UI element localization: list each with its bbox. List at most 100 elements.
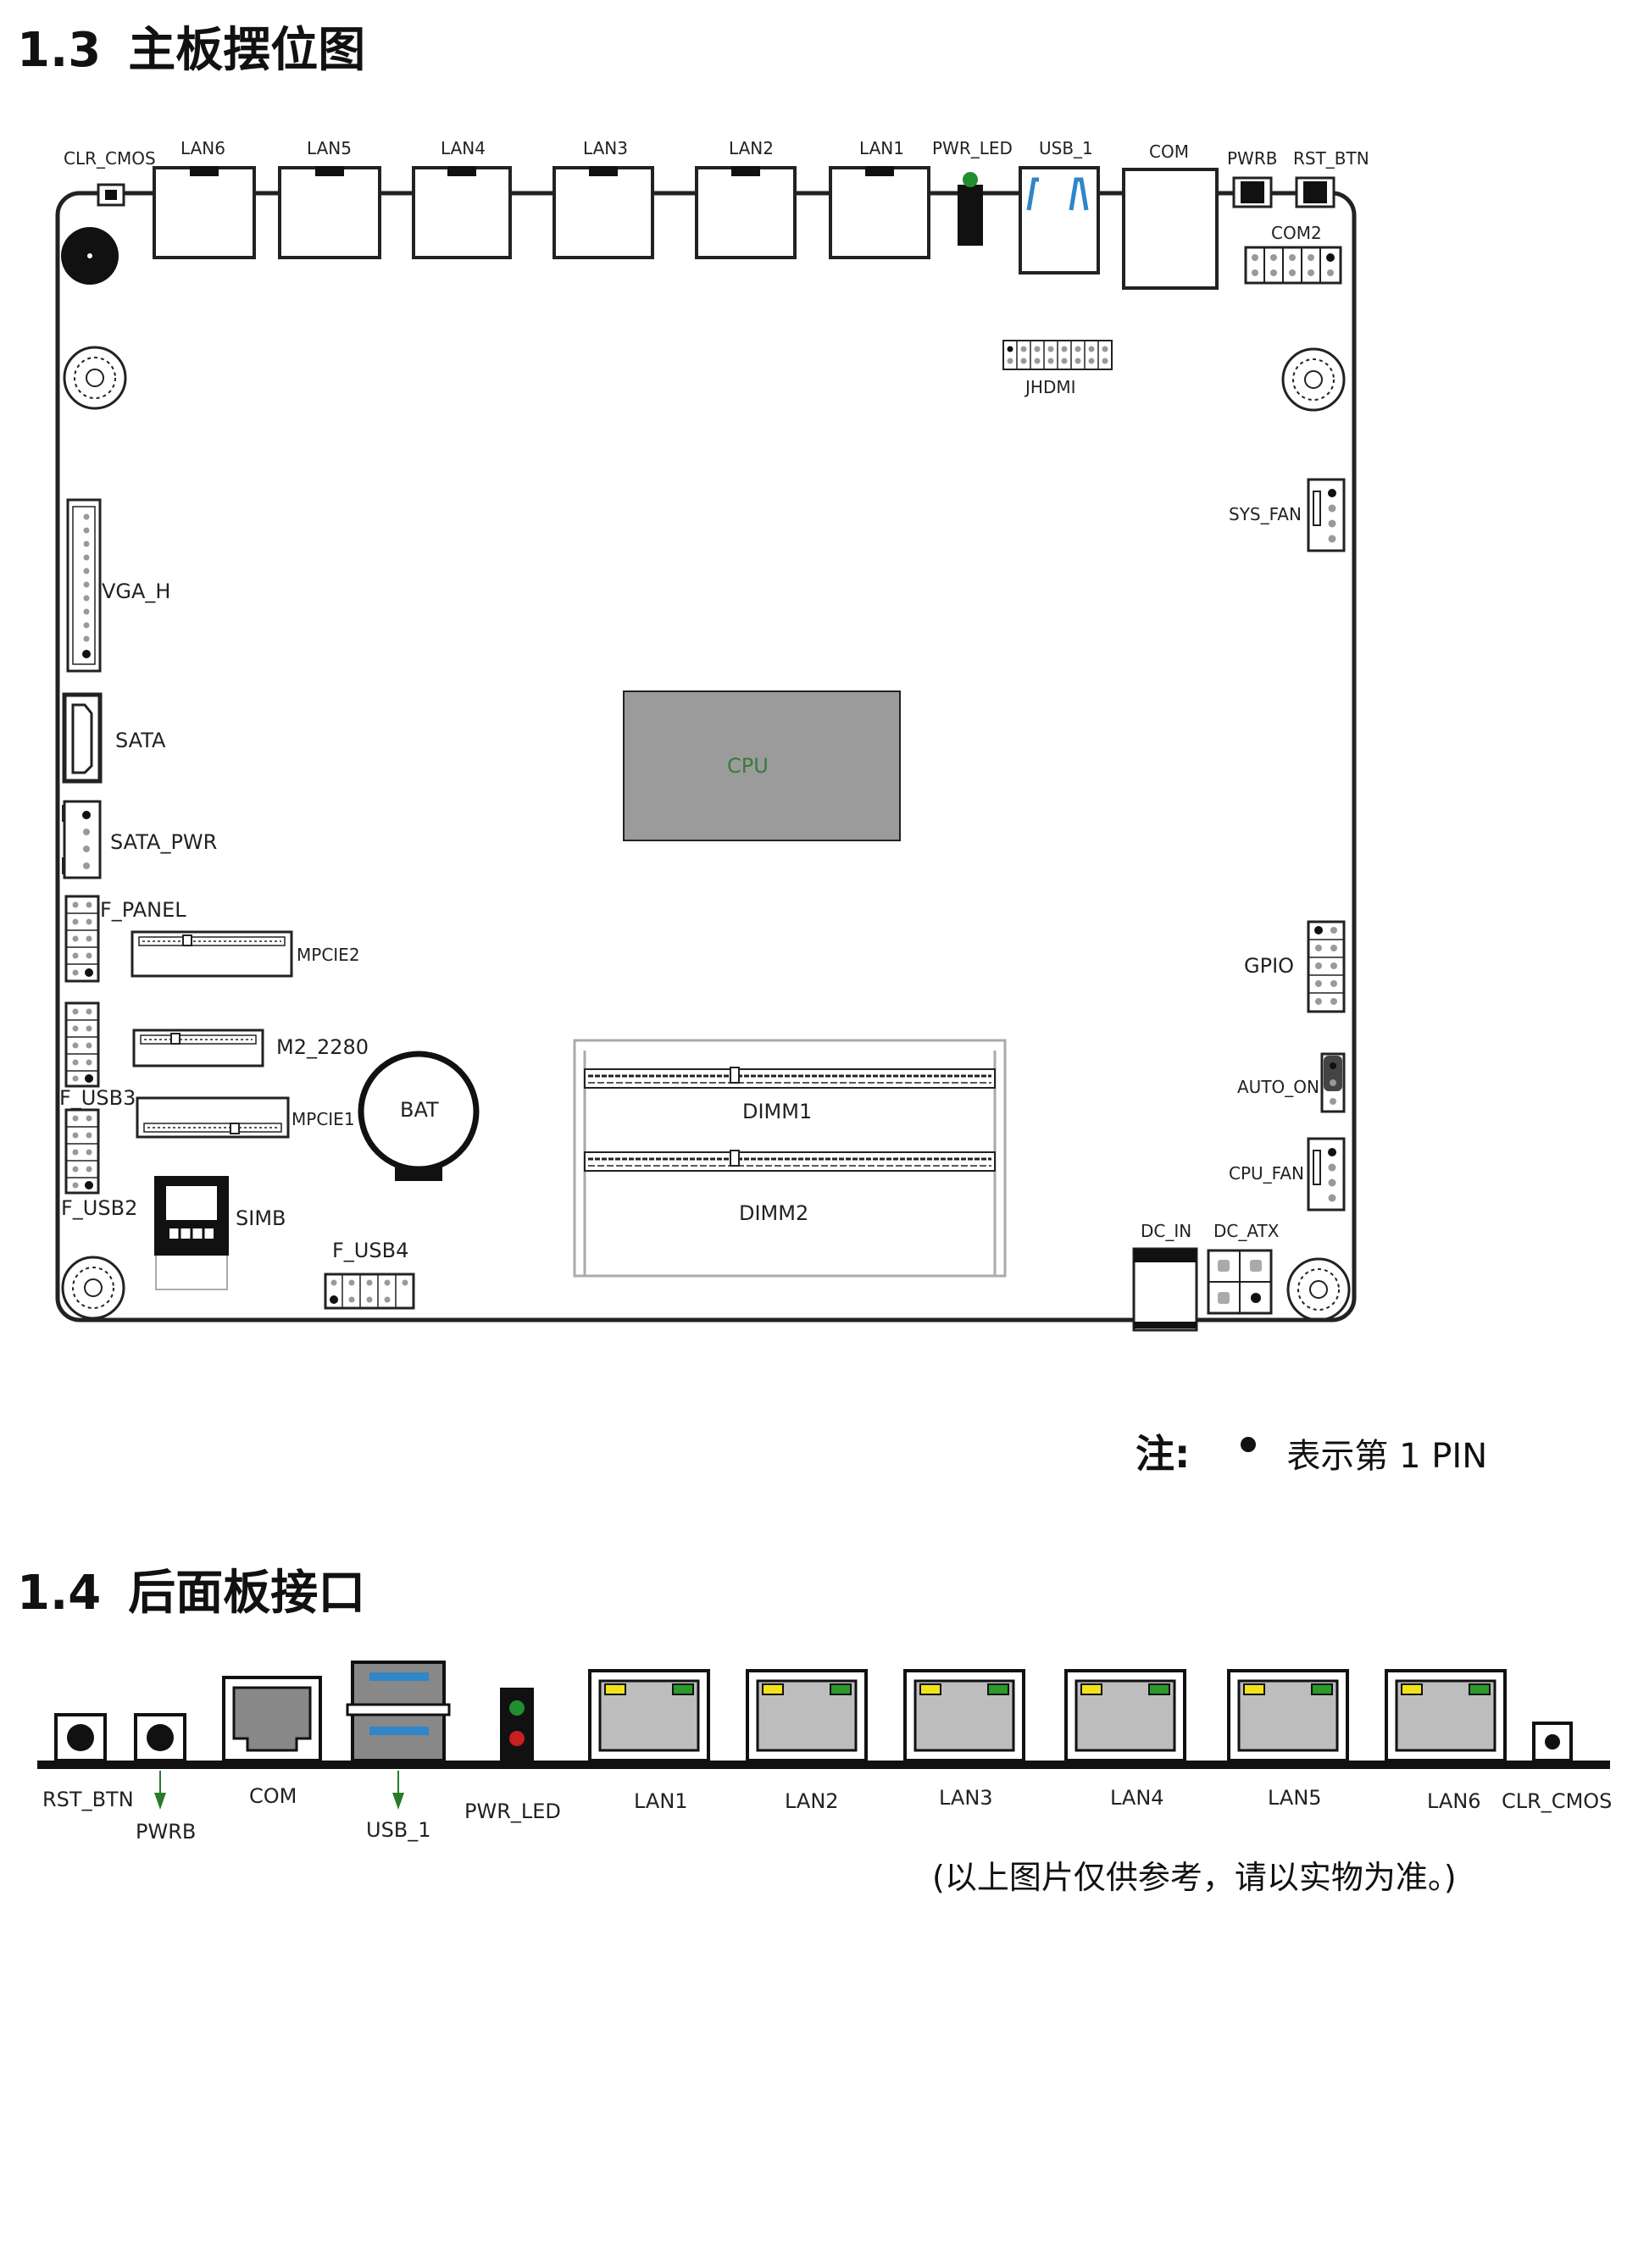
mounting-hole-bottom-right [1286,1257,1351,1322]
pwr-led-top [958,172,983,246]
label-cpu-fan: CPU_FAN [1229,1163,1304,1184]
rear-label-usb1: USB_1 [366,1818,431,1842]
rear-lan4-port [1064,1669,1186,1762]
f-usb3-header [64,1001,100,1088]
pwrb-button-top [1232,176,1273,208]
jhdmi-header [1002,340,1113,370]
rear-usb1-port [346,1661,451,1762]
rear-label-clr-cmos: CLR_CMOS [1502,1789,1612,1813]
label-dimm1: DIMM1 [742,1100,812,1123]
m2-2280-slot [132,1029,264,1067]
label-usb1-top: USB_1 [1039,138,1093,158]
rear-lan6-port [1385,1669,1507,1762]
lan1-port [829,166,930,259]
label-jhdmi: JHDMI [1024,377,1076,397]
rear-label-com: COM [249,1784,297,1808]
label-dc-atx: DC_ATX [1213,1221,1280,1241]
label-mpcie2: MPCIE2 [297,945,360,965]
rear-clr-cmos-button [1532,1722,1573,1762]
rear-label-lan2: LAN2 [785,1789,839,1813]
sata-pwr-connector [62,800,102,879]
com-port-top [1122,168,1219,290]
mpcie1-slot [136,1096,290,1139]
label-com-top: COM [1149,141,1189,162]
rst-button-top [1295,176,1335,208]
label-f-panel: F_PANEL [100,898,186,922]
label-gpio: GPIO [1244,954,1294,978]
section-heading-board-layout: 1.3 主板摆位图 [17,12,365,80]
rear-lan5-port [1227,1669,1349,1762]
label-lan3: LAN3 [583,138,628,158]
rear-panel-baseline [37,1761,1610,1769]
section-number: 1.3 [17,23,102,78]
section-title: 后面板接口 [128,1566,366,1621]
label-sys-fan: SYS_FAN [1229,504,1302,524]
label-sata-pwr: SATA_PWR [110,830,217,854]
lan3-port [553,166,654,259]
label-lan2: LAN2 [729,138,774,158]
label-lan6: LAN6 [180,138,225,158]
rear-label-pwrb: PWRB [136,1820,196,1844]
label-f-usb3: F_USB3 [59,1086,136,1110]
sim-card-slot [154,1176,229,1290]
label-cpu: CPU [727,754,769,778]
rear-pwrb-button [134,1713,186,1762]
mounting-hole-bottom-left [61,1256,125,1320]
label-f-usb2: F_USB2 [61,1196,137,1220]
reference-disclaimer: (以上图片仅供参考，请以实物为准。) [932,1859,1457,1896]
label-lan1: LAN1 [859,138,904,158]
rear-usb1-arrow-icon [392,1771,404,1810]
label-simb: SIMB [236,1206,286,1230]
rear-rst-button [54,1713,107,1762]
label-mpcie1: MPCIE1 [292,1109,355,1129]
dimm2-slot [584,1150,996,1172]
label-pwr-led-top: PWR_LED [932,138,1013,158]
rear-label-rst-btn: RST_BTN [42,1788,134,1811]
rear-lan3-port [903,1669,1025,1762]
label-dc-in: DC_IN [1141,1221,1191,1241]
motherboard-layout-diagram: CLR_CMOS LAN6 LAN5 LAN4 LAN3 LAN2 LAN1 P… [55,138,1369,1332]
label-sata: SATA [115,729,166,752]
sata-connector [62,692,103,784]
label-auto-on: AUTO_ON [1237,1077,1319,1097]
label-f-usb4: F_USB4 [332,1239,408,1262]
cpu-package [623,690,901,841]
label-lan4: LAN4 [441,138,486,158]
dimm1-slot [584,1067,996,1089]
section-title: 主板摆位图 [128,23,366,78]
usb1-port-top [1019,166,1100,274]
rear-com-port [222,1676,322,1762]
section-number: 1.4 [17,1566,102,1621]
f-usb4-header [324,1273,415,1310]
rear-label-lan6: LAN6 [1427,1789,1481,1813]
lan5-port [278,166,381,259]
cpu-fan-header [1307,1137,1346,1212]
rear-label-lan1: LAN1 [634,1789,688,1813]
label-com2: COM2 [1271,223,1322,243]
f-panel-header [64,895,100,983]
label-m2-2280: M2_2280 [276,1035,369,1059]
sys-fan-header [1307,478,1346,552]
gpio-header [1307,920,1346,1013]
label-lan5: LAN5 [307,138,352,158]
rear-pwr-led [500,1688,534,1761]
lan4-port [412,166,512,259]
rear-lan2-port [746,1669,868,1762]
label-clr-cmos: CLR_CMOS [64,148,156,169]
rear-lan1-port [588,1669,710,1762]
note-label: 注: [1136,1431,1191,1477]
dc-in-jack [1132,1247,1198,1332]
com2-header [1244,246,1342,285]
lan6-port [153,166,256,259]
f-usb2-header [64,1108,100,1195]
section-heading-rear-panel: 1.4 后面板接口 [17,1555,365,1623]
pin1-note: 注:表示第 1 PIN [1136,1423,1487,1479]
pin1-dot-icon [1241,1437,1257,1452]
rear-label-pwr-led: PWR_LED [464,1799,561,1823]
mounting-hole-top-right [1281,347,1346,412]
battery-cr2032 [358,1051,480,1181]
dc-atx-connector [1207,1249,1273,1315]
rear-label-lan5: LAN5 [1268,1786,1322,1810]
label-pwrb-top: PWRB [1227,148,1277,169]
rear-label-lan4: LAN4 [1110,1786,1164,1810]
